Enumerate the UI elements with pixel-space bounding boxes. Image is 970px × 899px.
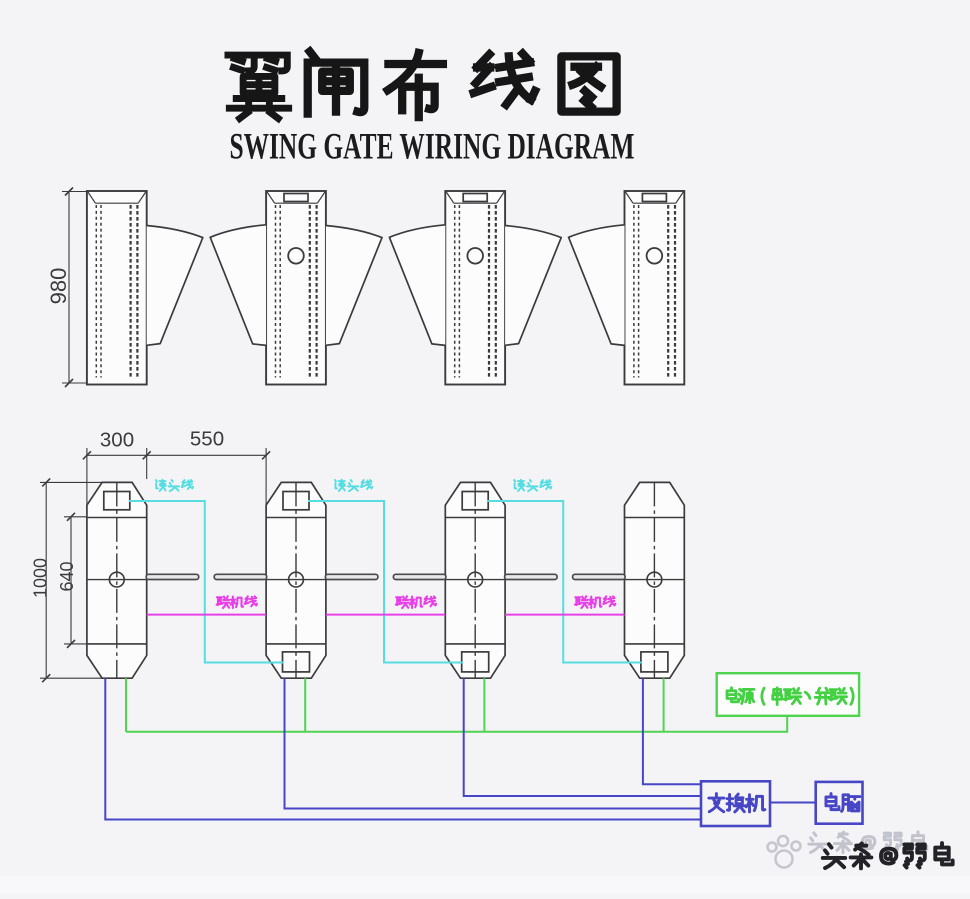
- svg-text:640: 640: [57, 561, 77, 591]
- svg-text:1000: 1000: [31, 558, 51, 598]
- svg-text:550: 550: [190, 428, 224, 451]
- svg-text:300: 300: [100, 429, 134, 452]
- svg-text:SWING GATE WIRING DIAGRAM: SWING GATE WIRING DIAGRAM: [230, 126, 635, 167]
- svg-text:980: 980: [46, 268, 71, 305]
